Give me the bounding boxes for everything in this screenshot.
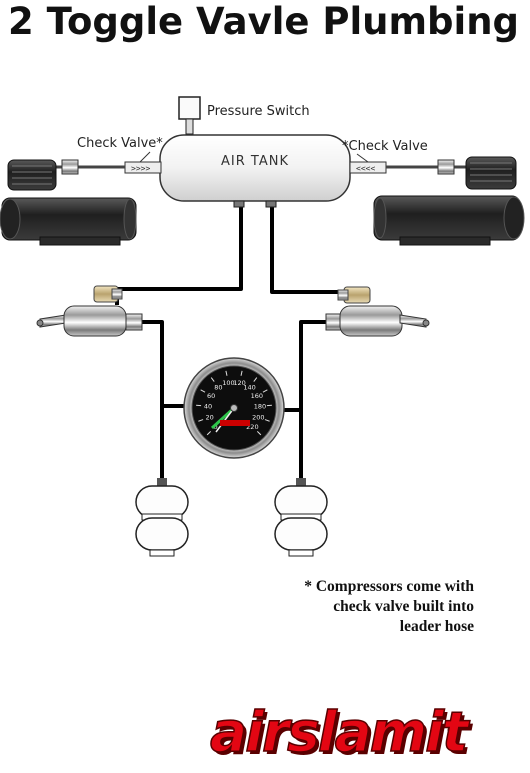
gauge-tick-label: 20: [205, 414, 213, 422]
pressure-switch-label: Pressure Switch: [207, 104, 310, 119]
air-tank: [159, 134, 351, 208]
check-valve-left-arrows: >>>>: [131, 164, 150, 173]
hose-left-valve-to-left-bag: [140, 320, 164, 480]
footnote-line-3: leader hose: [399, 618, 474, 635]
gauge-tick-label: 100: [222, 379, 234, 387]
footnote: * Compressors come with check valve buil…: [248, 577, 474, 637]
footnote-line-2: check valve built into: [333, 598, 474, 615]
check-valve-left-leader: [139, 151, 151, 163]
check-valve-left: >>>>: [124, 161, 162, 174]
gauge-tick-label: 140: [243, 384, 255, 392]
air-bag-right: [274, 478, 328, 557]
hose-right-valve-to-right-bag: [299, 320, 342, 480]
compressor-right: [373, 156, 525, 246]
gauge-tick: [198, 419, 204, 422]
gauge-tick-label: 120: [233, 379, 245, 387]
gauge-tick-marks: [196, 370, 272, 436]
gauge-tick: [253, 377, 258, 382]
gauge-tick-label: 160: [251, 392, 263, 400]
gauge-tick-label: 40: [204, 403, 212, 411]
gauge-tick-label: 180: [254, 403, 266, 411]
check-valve-right-leader: [356, 153, 369, 163]
gauge-tick: [240, 370, 243, 376]
check-valve-left-label: Check Valve*: [77, 136, 163, 151]
gauge-tick: [264, 419, 270, 422]
gauge-tick: [262, 389, 268, 393]
gauge-tick: [210, 377, 215, 382]
airslamit-logo: airslamit: [209, 699, 469, 765]
check-valve-right: <<<<: [349, 161, 387, 174]
gauge-tick-label: 200: [252, 414, 264, 422]
footnote-line-1: * Compressors come with: [304, 578, 474, 595]
gauge-tick: [256, 430, 262, 436]
gauge-brand-plate: [220, 420, 250, 426]
check-valve-right-arrows: <<<<: [356, 164, 375, 173]
gauge-tick: [206, 430, 212, 436]
toggle-valve-left: [36, 285, 143, 337]
gauge-hub: [230, 404, 238, 412]
gauge-tick: [200, 389, 206, 393]
gauge-tick-label: 220: [246, 423, 258, 431]
gauge-tick-label: 0: [214, 423, 218, 431]
page-title: 2 Toggle Vavle Plumbing: [8, 0, 520, 43]
pressure-switch: [178, 96, 201, 135]
hose-tank-to-right-valve: [270, 205, 359, 300]
gauge-tick: [225, 370, 228, 376]
air-tank-label: AIR TANK: [221, 154, 289, 169]
check-valve-right-label: *Check Valve: [342, 139, 428, 154]
toggle-valve-right: [325, 286, 430, 337]
gauge-needle-green: [210, 406, 236, 430]
air-bag-left: [135, 478, 189, 557]
compressor-left: [0, 159, 137, 246]
gauge-tick-label: 60: [207, 392, 215, 400]
gauge-tick-label: 80: [214, 384, 222, 392]
